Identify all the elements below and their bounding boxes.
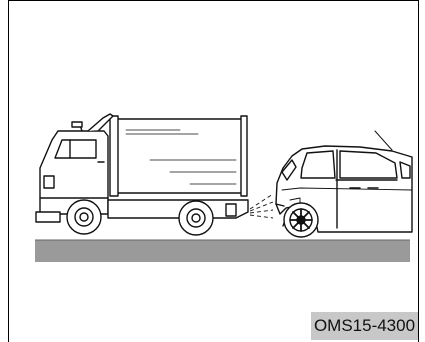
truck-cab — [40, 114, 113, 214]
car-rear-wheel — [284, 203, 318, 237]
figure-code-label: OMS15-4300 — [311, 312, 418, 340]
ground-strip — [35, 240, 410, 262]
truck-front-wheel — [67, 200, 101, 234]
car — [276, 131, 412, 237]
truck-rear-wheel — [179, 201, 213, 235]
truck-cargo-box — [110, 116, 247, 196]
sensor-waves — [250, 194, 273, 218]
truck — [36, 114, 248, 235]
